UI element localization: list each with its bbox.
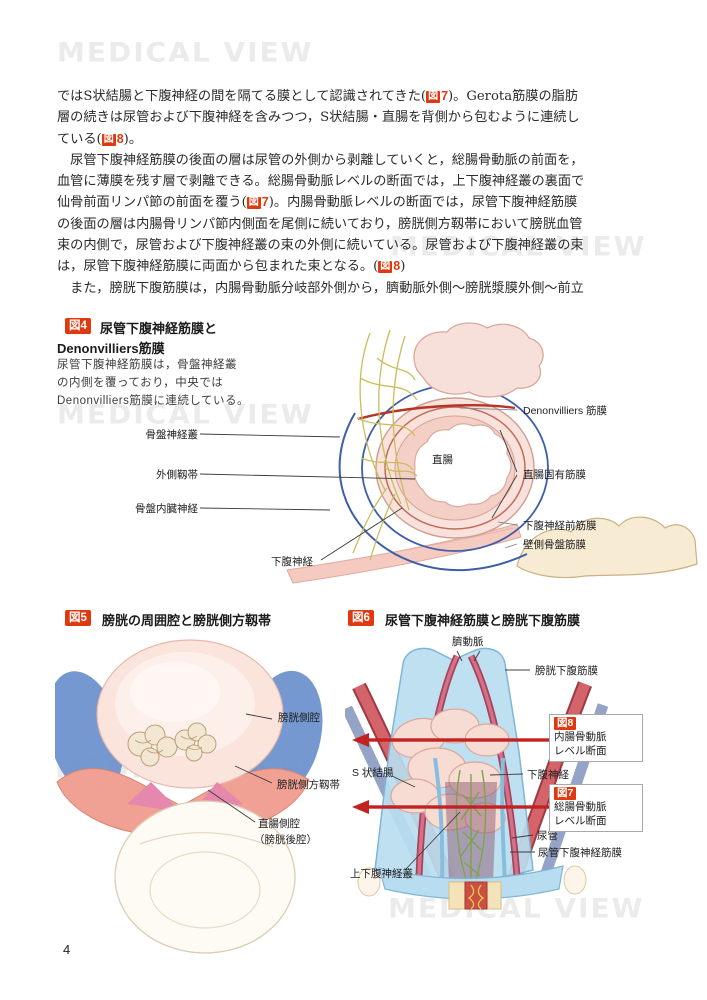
fig4-label-parietal-pelvic-fascia: 壁側骨盤筋膜 (523, 539, 586, 551)
fig6-title: 尿管下腹神経筋膜と膀胱下腹筋膜 (385, 613, 581, 628)
figure-ref-badge: 図 (378, 261, 393, 274)
figure-ref-number: 7 (441, 89, 449, 103)
fig4-label-pelvic-splanchnic-nerve: 骨盤内臓神経 (135, 503, 198, 515)
figure-ref-number: 8 (116, 131, 124, 146)
body-text-line: また，膀胱下腹筋膜は，内腸骨動脈分岐部外側から，臍動脈外側～膀胱漿膜外側～前立 (57, 278, 657, 299)
fig4-label-hypogastric-nerve: 下腹神経 (271, 556, 313, 568)
fig4-title-line1: 尿管下腹神経筋膜と (100, 321, 218, 336)
figure-ref-number: 8 (393, 259, 401, 274)
body-text-segment: 束の内側で，尿管および下腹神経叢の束の外側に続いている。尿管および下腹神経叢の束 (57, 238, 584, 254)
page-number: 4 (63, 942, 71, 957)
body-text-segment: また，膀胱下腹筋膜は，内腸骨動脈分岐部外側から，臍動脈外側～膀胱漿膜外側～前立 (57, 280, 584, 296)
fig6-illustration (345, 647, 609, 910)
fig5-illustration (55, 639, 323, 954)
fig6-label-ureter: 尿管 (537, 830, 558, 842)
medicalview-watermark: MEDICAL VIEW (388, 892, 645, 925)
fig4-title-line2: Denonvilliers筋膜 (57, 341, 165, 356)
bladder-dome (96, 639, 284, 789)
fig4-label-lateral-ligament: 外側靱帯 (156, 469, 198, 481)
fig7-ref-badge: 図7 (554, 787, 577, 800)
fig4-label-rectum: 直腸 (432, 454, 453, 466)
body-text-segment: )。Gerota筋膜の脂肪 (448, 89, 579, 104)
body-text-line: 層の続きは尿管および下腹神経を含みつつ，S状結腸・直腸を背側から包むように連続し (57, 107, 657, 128)
prehypogastric-fascia-line (338, 412, 528, 572)
fig4-caption-line: Denonvilliers筋膜に連続している。 (57, 395, 249, 407)
rectum-behind-bladder (114, 800, 296, 954)
fig6-label-ureterohypogastric-fascia: 尿管下腹神経筋膜 (538, 847, 622, 859)
rectum-cross-section (375, 397, 535, 539)
lateral-ligament-left (127, 782, 181, 812)
fig5-title: 膀胱の周囲腔と膀胱側方靱帯 (102, 613, 272, 628)
body-text-segment: )。 (123, 131, 143, 147)
figure-ref-badge: 図 (426, 91, 441, 103)
fig5-badge: 図5 (65, 610, 91, 626)
figure-ref-badge: 図 (246, 197, 261, 210)
fig6-label-hypogastric-nerve: 下腹神経 (527, 769, 569, 781)
fig8-ref-line2: レベル断面 (554, 744, 607, 757)
body-text-line: 尿管下腹神経筋膜の後面の層は尿管の外側から剥離していくと，総腸骨動脈の前面を， (57, 150, 657, 171)
ureter-right (500, 757, 507, 883)
fig5-label-pararectal-space: 直腸側腔 (258, 818, 300, 830)
figure-ref-number: 7 (261, 195, 269, 210)
fig4-label-rectal-proper-fascia: 直腸固有筋膜 (523, 469, 586, 481)
figure-ref-badge: 図 (101, 133, 116, 146)
fig8-ref-line1: 内腸骨動脈 (554, 731, 607, 743)
body-text-segment: 血管に薄膜を残す層で剥離できる。総腸骨動脈レベルの断面では，上下腹神経叢の裏面で (57, 174, 585, 190)
medicalview-watermark: MEDICAL VIEW (57, 36, 314, 69)
body-text-segment: ではS状結腸と下腹神経の間を隔てる膜として認識されてきた( (57, 89, 427, 104)
section-level-arrow-fig8 (352, 733, 549, 747)
body-text-segment: は，尿管下腹神経筋膜に両面から包まれた束となる。( (57, 259, 379, 275)
bone-shape (516, 516, 698, 579)
fig7-ref-line2: レベル断面 (554, 814, 607, 827)
fig5-label-retrovesical-space: （膀胱後腔） (254, 834, 317, 846)
pelvic-plexus-mesh (352, 329, 418, 561)
fig4-label-prehypogastric-fascia: 下腹神経前筋膜 (523, 520, 597, 532)
body-text-line: 血管に薄膜を残す層で剥離できる。総腸骨動脈レベルの断面では，上下腹神経叢の裏面で (57, 171, 657, 192)
fig8-ref-badge: 図8 (554, 717, 577, 730)
body-text-segment: 層の続きは尿管および下腹神経を含みつつ，S状結腸・直腸を背側から包むように連続し (57, 110, 580, 126)
body-text-segment: の後面の層は内腸骨リンパ節内側面を尾側に続いており，膀胱側方靱帯において膀胱血管 (57, 216, 583, 232)
fig6-label-superior-hypogastric-plexus: 上下腹神経叢 (350, 868, 413, 880)
body-text-segment: ) (400, 259, 406, 275)
fig4-illustration (199, 322, 698, 584)
seminal-vesicle-shape (413, 322, 544, 398)
seminal-vesicles (127, 722, 217, 767)
fig6-label-sigmoid-colon: S 状結腸 (352, 767, 394, 779)
section-level-arrow-fig7 (352, 800, 549, 814)
body-text-segment: )。内腸骨動脈レベルの断面では，尿管下腹神経筋膜 (268, 195, 578, 211)
fig5-label-lateral-vesical-ligament: 膀胱側方靱帯 (277, 779, 340, 791)
fig4-caption-line: の内側を覆っており，中央では (57, 377, 224, 389)
fig7-section-ref-box: 図7 総腸骨動脈 レベル断面 (549, 784, 643, 832)
body-text-line: の後面の層は内腸骨リンパ節内側面を尾側に続いており，膀胱側方靱帯において膀胱血管 (57, 214, 657, 235)
ureter-left (433, 757, 445, 883)
fig6-label-vesicohypogastric-fascia: 膀胱下腹筋膜 (535, 665, 598, 677)
body-text-line: 束の内側で，尿管および下腹神経叢の束の外側に続いている。尿管および下腹神経叢の束 (57, 235, 657, 256)
fig7-ref-line1: 総腸骨動脈 (554, 801, 607, 813)
leader-lines (199, 407, 518, 561)
hypogastric-nerve-mesh (455, 769, 487, 883)
rectal-stump (448, 881, 502, 910)
fig4-caption-line: 尿管下腹神経筋膜は，骨盤神経叢 (57, 359, 237, 371)
medicalview-watermark: MEDICAL VIEW (57, 398, 314, 431)
fig5-label-paravesical-space: 膀胱側腔 (278, 712, 320, 724)
fig4-label-denonvilliers-fascia: Denonvilliers 筋膜 (523, 405, 608, 417)
body-text-segment: 尿管下腹神経筋膜の後面の層は尿管の外側から剥離していくと，総腸骨動脈の前面を， (57, 152, 584, 168)
fig4-badge: 図4 (65, 318, 91, 334)
fig6-badge: 図6 (348, 610, 374, 626)
fig4-label-pelvic-plexus: 骨盤神経叢 (145, 429, 199, 441)
denonvilliers-line (357, 404, 516, 421)
body-text-segment: ている( (57, 131, 102, 147)
leader-lines (207, 713, 273, 823)
fig6-label-umbilical-artery: 臍動脈 (452, 636, 484, 648)
body-text-segment: 仙骨前面リンパ節の前面を覆う( (57, 195, 247, 211)
leader-lines (391, 650, 535, 871)
medicalview-watermark: MEDICAL VIEW (390, 230, 647, 263)
fig8-section-ref-box: 図8 内腸骨動脈 レベル断面 (549, 714, 643, 762)
